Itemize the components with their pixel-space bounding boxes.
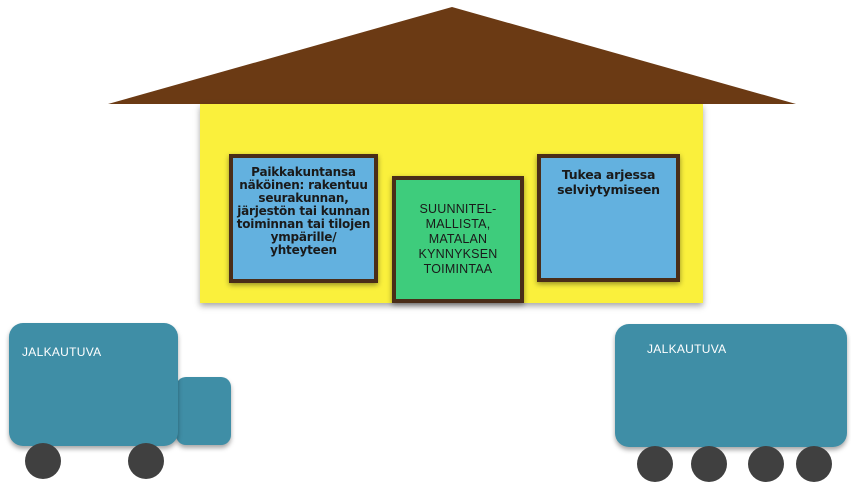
right-truck-label: JALKAUTUVA bbox=[647, 342, 727, 356]
right-truck-wheel bbox=[637, 446, 673, 482]
left-truck-wheel bbox=[25, 443, 61, 479]
middle-door-text: SUUNNITEL- MALLISTA, MATALAN KYNNYKSEN T… bbox=[418, 202, 498, 276]
right-truck-wheel bbox=[748, 446, 784, 482]
left-truck-body: JALKAUTUVA bbox=[9, 323, 178, 446]
right-truck-body: JALKAUTUVA bbox=[615, 324, 847, 447]
right-info-box: Tukea arjessa selviytymiseen bbox=[537, 154, 680, 282]
right-truck-wheel bbox=[796, 446, 832, 482]
roof-shape bbox=[108, 7, 796, 104]
left-truck-label: JALKAUTUVA bbox=[22, 345, 102, 359]
right-info-text: Tukea arjessa selviytymiseen bbox=[557, 167, 660, 197]
middle-door-box: SUUNNITEL- MALLISTA, MATALAN KYNNYKSEN T… bbox=[392, 176, 524, 303]
right-truck-wheel bbox=[691, 446, 727, 482]
left-info-text: Paikkakuntansa näköinen: rakentuu seurak… bbox=[236, 165, 371, 257]
left-truck-wheel bbox=[128, 443, 164, 479]
left-info-box: Paikkakuntansa näköinen: rakentuu seurak… bbox=[229, 154, 378, 283]
left-truck-cab bbox=[176, 377, 231, 445]
